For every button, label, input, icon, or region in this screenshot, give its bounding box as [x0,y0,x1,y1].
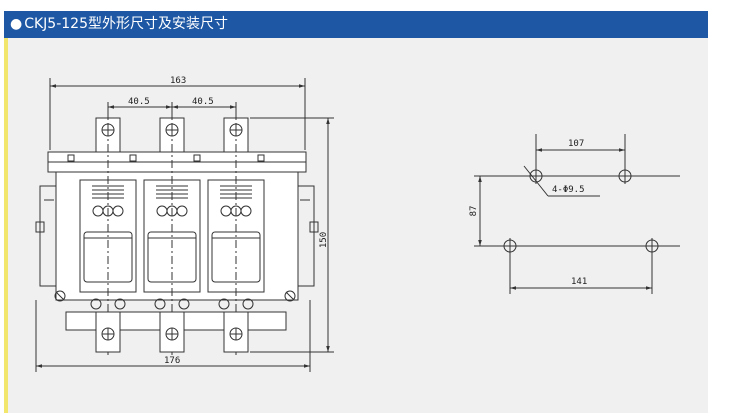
dim-top-spacing: 107 [568,139,584,149]
dim-pitch-right: 40.5 [192,97,214,107]
section-header: ●CKJ5-125型外形尺寸及安装尺寸 [4,11,708,38]
contactor-front-view [35,78,334,372]
hole-label: 4-Φ9.5 [552,185,585,195]
dim-total-width-bottom: 176 [164,356,180,366]
mounting-hole-layout [474,134,680,294]
section-title: CKJ5-125型外形尺寸及安装尺寸 [24,16,228,32]
bullet-icon: ● [10,16,23,32]
dim-pitch-left: 40.5 [128,97,150,107]
dim-vertical-spacing: 87 [469,206,479,217]
dim-height: 150 [319,232,329,248]
accent-line [4,38,8,413]
dim-total-width-top: 163 [170,76,186,86]
dim-bottom-spacing: 141 [571,277,587,287]
